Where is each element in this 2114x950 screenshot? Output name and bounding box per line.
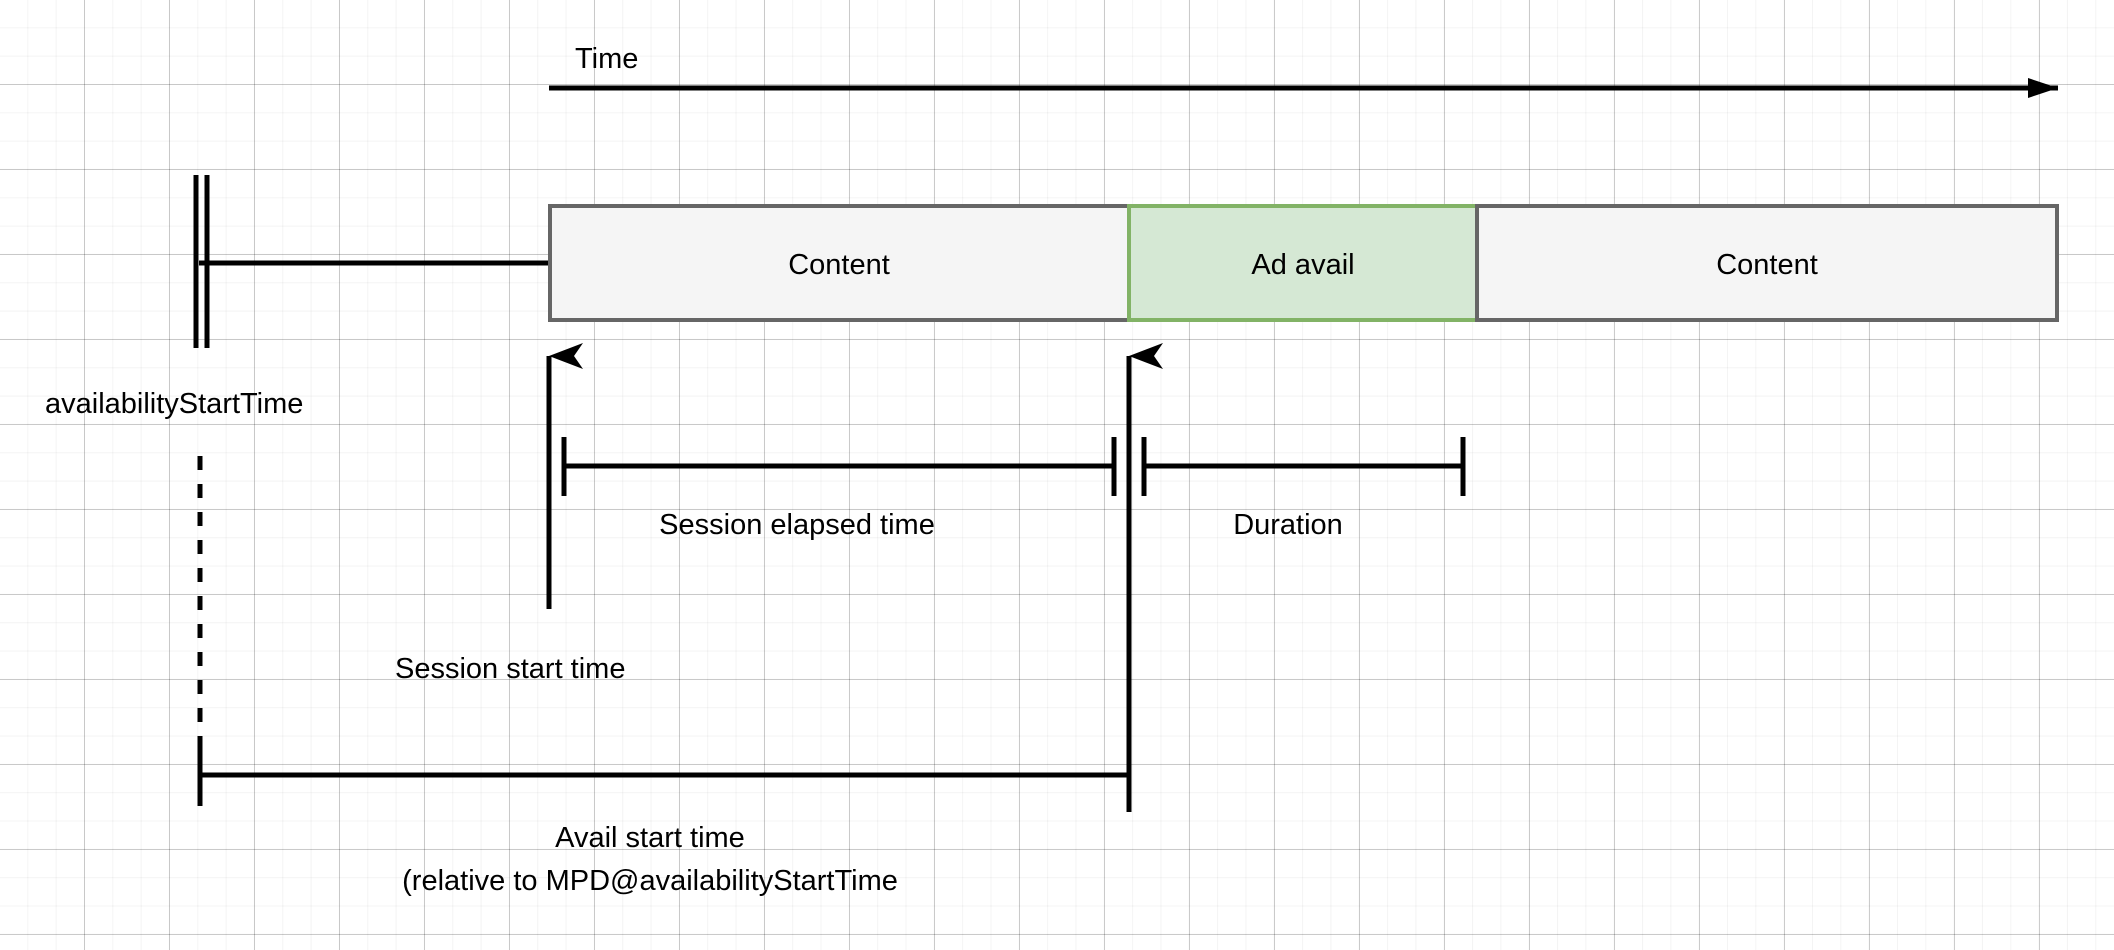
availability-start-time-marker xyxy=(193,175,549,348)
segment-ad-avail: Ad avail xyxy=(1127,204,1479,322)
segment-content-1-label: Content xyxy=(788,249,890,281)
avail-start-time-label-line1: Avail start time xyxy=(555,822,745,854)
segment-ad-avail-label: Ad avail xyxy=(1251,249,1354,281)
duration-label: Duration xyxy=(1233,509,1343,541)
segment-content-2: Content xyxy=(1475,204,2059,322)
timeline-track: Content Ad avail Content xyxy=(548,204,2059,322)
time-axis-label: Time xyxy=(575,43,638,75)
segment-ad-avail-box xyxy=(1127,204,1479,322)
session-start-time-label: Session start time xyxy=(395,653,625,685)
segment-content-1: Content xyxy=(548,204,1131,322)
segment-content-2-label: Content xyxy=(1716,249,1818,281)
duration-bracket xyxy=(1141,437,1466,496)
session-elapsed-time-bracket xyxy=(561,437,1117,496)
segment-content-1-box xyxy=(548,204,1131,322)
time-axis: Time xyxy=(549,43,2058,98)
avail-start-time-label-line2: (relative to MPD@availabilityStartTime xyxy=(402,865,898,897)
segment-content-2-box xyxy=(1475,204,2059,322)
availability-start-time-label: availabilityStartTime xyxy=(45,388,303,420)
session-elapsed-time-label: Session elapsed time xyxy=(659,509,935,541)
avail-start-time-measure xyxy=(197,456,1129,806)
